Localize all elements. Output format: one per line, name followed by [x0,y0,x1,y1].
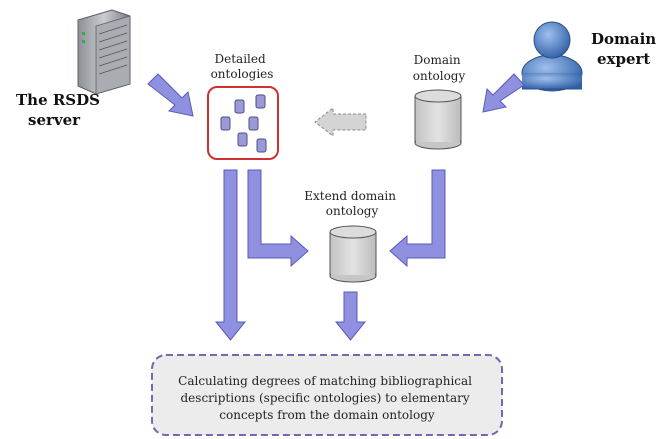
extend-ontology-cylinder [329,225,377,283]
person-icon [521,21,583,92]
arrow-extend-to-result [334,291,367,341]
detailed-ontologies-label: Detailed ontologies [211,52,274,81]
server-icon [77,9,131,95]
arrow-ontology-to-extend [389,169,446,268]
domain-ontology-cylinder [414,89,462,150]
arrow-detailed-to-extend [247,169,309,268]
extend-ontology-label: Extend domain ontology [304,189,400,218]
arrow-expert-to-ontology [482,73,525,113]
arrow-dashed-ontology-to-detailed [314,106,367,138]
result-box: Calculating degrees of matching bibliogr… [151,354,503,436]
arrow-detailed-to-result [214,169,247,341]
domain-ontology-label: Domain ontology [413,53,466,83]
result-text: Calculating degrees of matching bibliogr… [178,374,476,422]
server-label: The RSDS server [16,91,105,129]
detailed-ontologies-box [207,86,279,160]
arrow-server-to-ontologies [147,73,194,117]
expert-label: Domain expert [591,30,656,68]
